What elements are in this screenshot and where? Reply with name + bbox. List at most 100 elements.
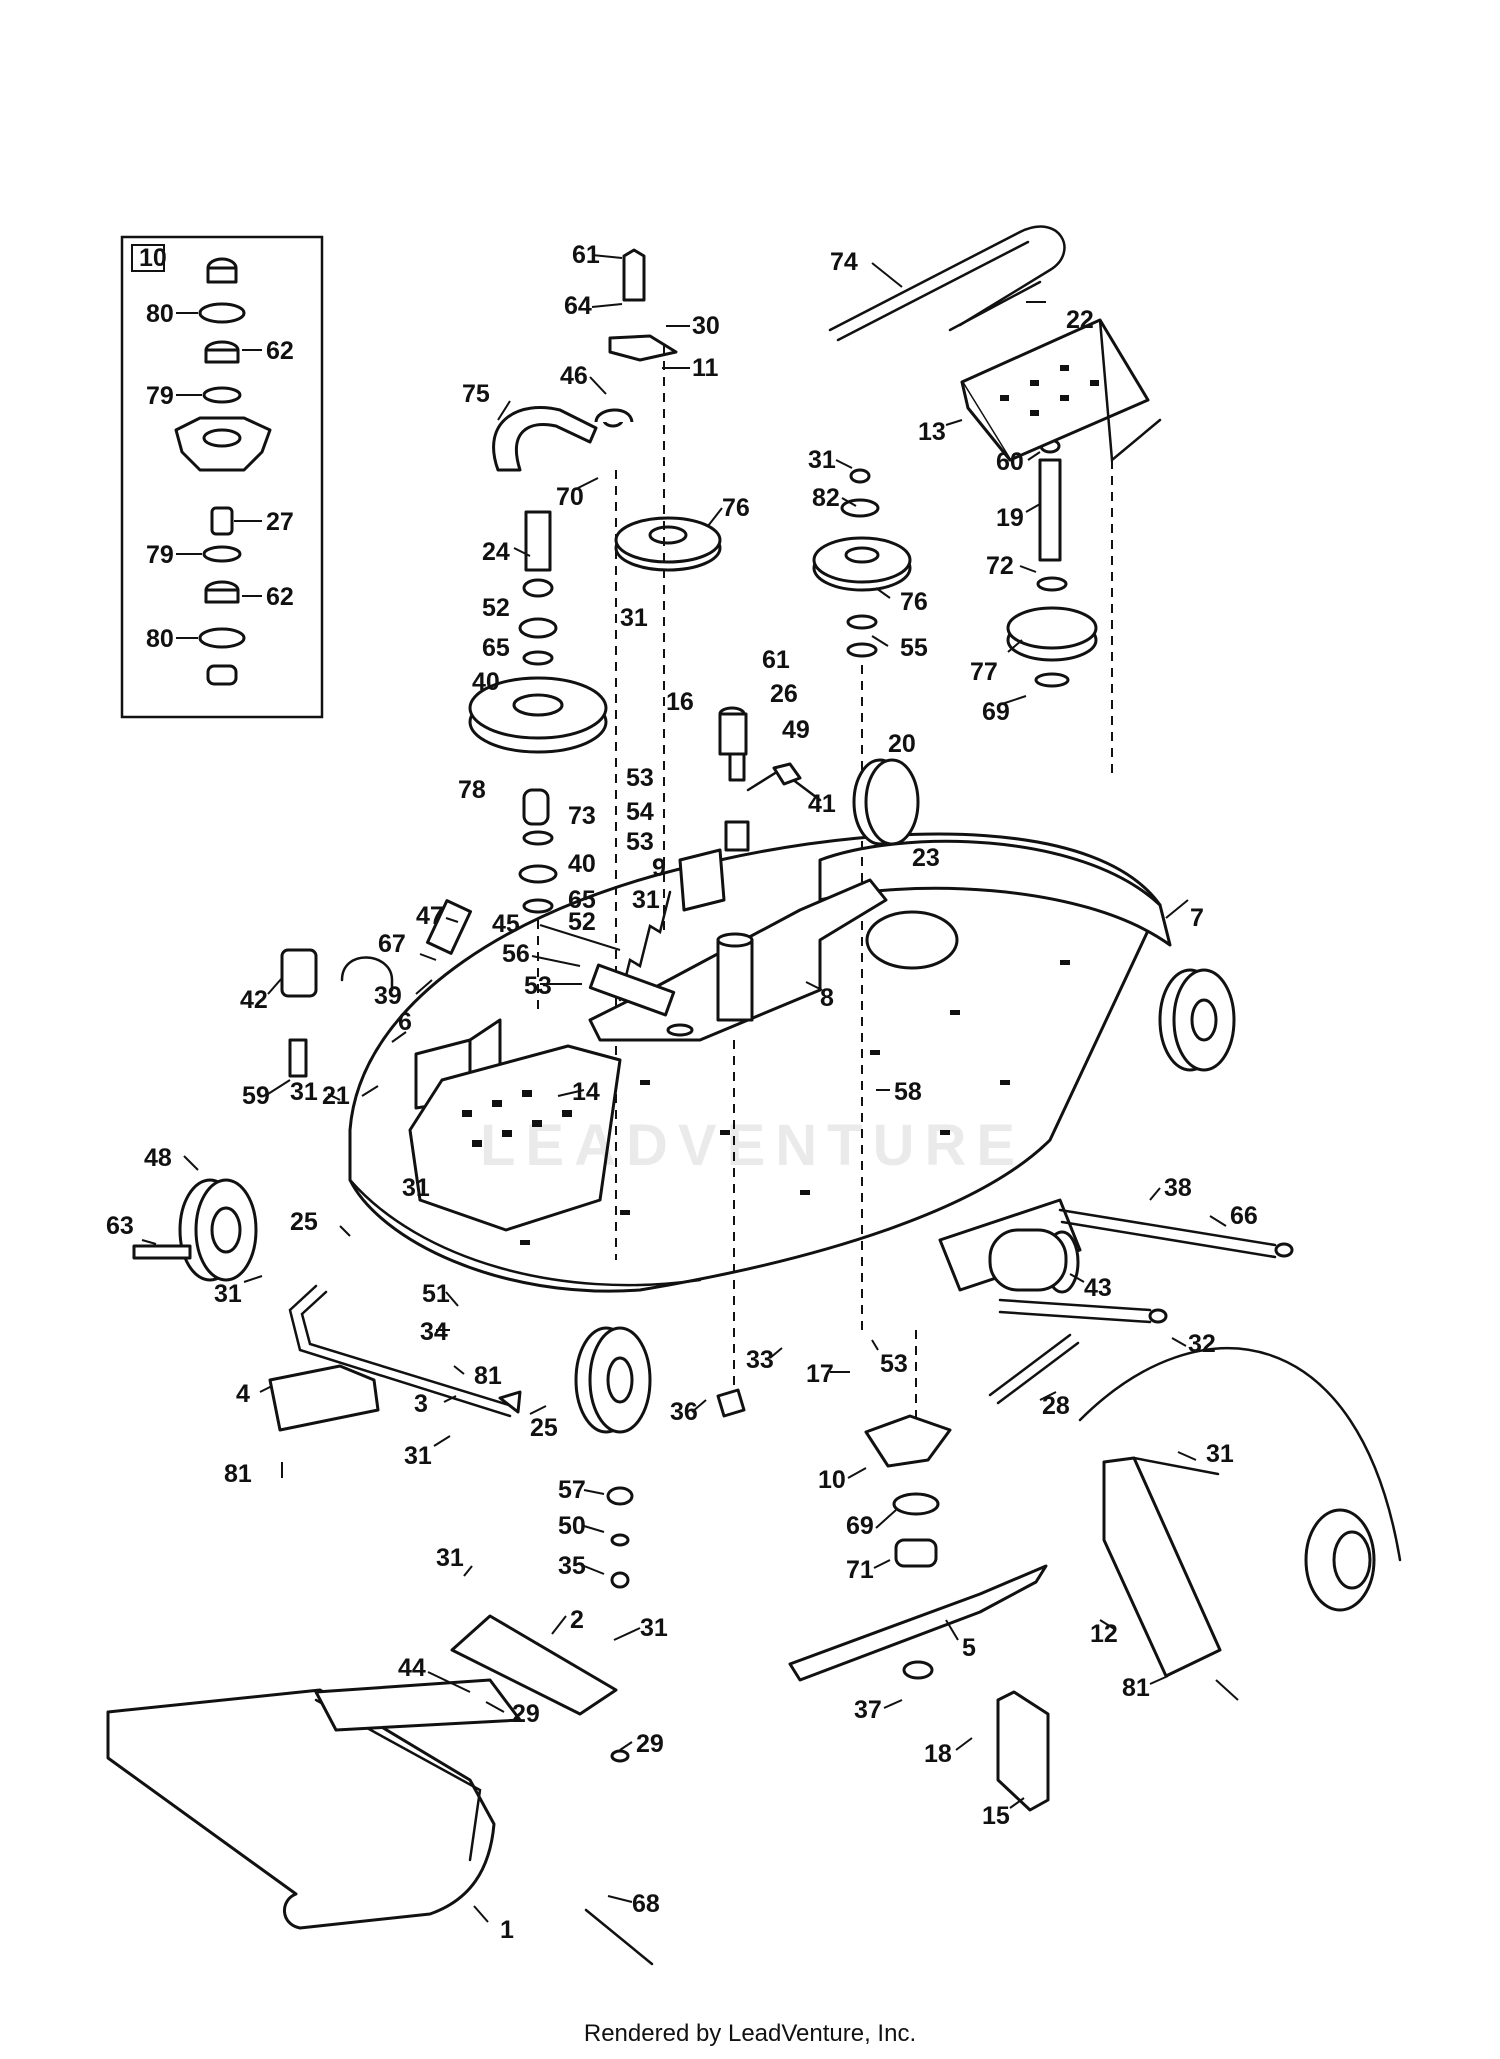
callout-9: 9 (652, 854, 666, 882)
callout-3: 3 (414, 1390, 428, 1418)
callout-32: 32 (1188, 1330, 1216, 1358)
inset-callout-27: 27 (266, 508, 294, 536)
callout-labels: 61 64 30 11 46 75 70 76 31 24 52 65 40 7… (106, 241, 1258, 1944)
callout-26: 26 (770, 680, 798, 708)
callout-53-d: 53 (880, 1350, 908, 1378)
callout-72: 72 (986, 552, 1014, 580)
callout-50: 50 (558, 1512, 586, 1540)
callout-43: 43 (1084, 1274, 1112, 1302)
callout-13: 13 (918, 418, 946, 446)
callout-63: 63 (106, 1212, 134, 1240)
grease-parts-42-59 (280, 948, 318, 1078)
callout-31-pulley: 31 (620, 604, 648, 632)
callout-81-left: 81 (224, 1460, 252, 1488)
inset-callout-80-top: 80 (146, 300, 174, 328)
callout-31-left: 31 (290, 1078, 318, 1106)
callout-31-center: 31 (632, 886, 660, 914)
callout-71: 71 (846, 1556, 874, 1584)
callout-46: 46 (560, 362, 588, 390)
callout-15: 15 (982, 1802, 1010, 1830)
callout-18: 18 (924, 1740, 952, 1768)
callout-75: 75 (462, 380, 490, 408)
callout-31-right: 31 (808, 446, 836, 474)
inset-callout-80-bottom: 80 (146, 625, 174, 653)
callout-81-right: 81 (1122, 1674, 1150, 1702)
callout-40-top: 40 (472, 668, 500, 696)
inset-box-label: 10 (139, 244, 167, 272)
callout-56: 56 (502, 940, 530, 968)
callout-24: 24 (482, 538, 510, 566)
callout-77: 77 (970, 658, 998, 686)
callout-36: 36 (670, 1398, 698, 1426)
callout-31-bottom: 31 (404, 1442, 432, 1470)
callout-19: 19 (996, 504, 1024, 532)
callout-39: 39 (374, 982, 402, 1010)
callout-73: 73 (568, 802, 596, 830)
callout-52-bottom: 52 (568, 908, 596, 936)
callout-55: 55 (900, 634, 928, 662)
belt-cover (818, 839, 1172, 970)
watermark: LEADVENTURE (480, 1113, 1026, 1178)
callout-35: 35 (558, 1552, 586, 1580)
callout-69-top: 69 (982, 698, 1010, 726)
callout-1: 1 (500, 1916, 514, 1944)
callout-31-deck: 31 (402, 1174, 430, 1202)
inset-callout-62-top: 62 (266, 337, 294, 365)
callout-57: 57 (558, 1476, 586, 1504)
deck-pulley-78 (468, 510, 608, 1010)
callout-76-right: 76 (900, 588, 928, 616)
leader-lines (141, 254, 1239, 1923)
bracket-15 (996, 1690, 1050, 1812)
callout-54: 54 (626, 798, 654, 826)
roller-assembly-43 (938, 1198, 1294, 1324)
belt-75 (492, 406, 598, 472)
callout-49: 49 (782, 716, 810, 744)
callout-68: 68 (632, 1890, 660, 1918)
callout-41: 41 (808, 790, 836, 818)
callout-74: 74 (830, 248, 858, 276)
inset-callout-79-top: 79 (146, 382, 174, 410)
callout-58: 58 (894, 1078, 922, 1106)
callout-44: 44 (398, 1654, 426, 1682)
callout-31-hinge: 31 (436, 1544, 464, 1572)
inset-callout-62-bottom: 62 (266, 583, 294, 611)
belt-74 (828, 225, 1066, 342)
callout-22: 22 (1066, 306, 1094, 334)
callout-60: 60 (996, 448, 1024, 476)
spindle-inset: 10 80 62 79 27 79 62 80 (120, 235, 324, 719)
callout-30: 30 (692, 312, 720, 340)
callout-20: 20 (888, 730, 916, 758)
callout-21: 21 (322, 1082, 350, 1110)
footer-credit: Rendered by LeadVenture, Inc. (583, 2020, 917, 2047)
callout-29-a: 29 (512, 1700, 540, 1728)
inset-callout-79-bottom: 79 (146, 541, 174, 569)
callout-25-left: 25 (290, 1208, 318, 1236)
callout-82: 82 (812, 484, 840, 512)
callout-31-deflector: 31 (1206, 1440, 1234, 1468)
callout-78: 78 (458, 776, 486, 804)
callout-17: 17 (806, 1360, 834, 1388)
callout-53-c: 53 (524, 972, 552, 1000)
idler-pulley-left (594, 248, 722, 1260)
wheel-rear-center (574, 1326, 652, 1434)
callout-5: 5 (962, 1634, 976, 1662)
callout-12: 12 (1090, 1620, 1118, 1648)
wheel-right-back (1158, 968, 1236, 1072)
callout-52-top: 52 (482, 594, 510, 622)
bracket-4 (268, 1364, 380, 1432)
callout-28: 28 (1042, 1392, 1070, 1420)
callout-76-left: 76 (722, 494, 750, 522)
callout-40-bottom: 40 (568, 850, 596, 878)
spindle-housing-10 (788, 1330, 1048, 1682)
center-lower-hardware (606, 1040, 746, 1589)
support-bracket-13 (960, 318, 1162, 780)
idler-pulley-right (812, 468, 912, 1330)
callout-61: 61 (572, 241, 600, 269)
discharge-chute-1 (106, 1688, 654, 1966)
callout-65-top: 65 (482, 634, 510, 662)
callout-6: 6 (398, 1008, 412, 1036)
callout-45: 45 (492, 910, 520, 938)
callout-7: 7 (1190, 904, 1204, 932)
callout-66: 66 (1230, 1202, 1258, 1230)
